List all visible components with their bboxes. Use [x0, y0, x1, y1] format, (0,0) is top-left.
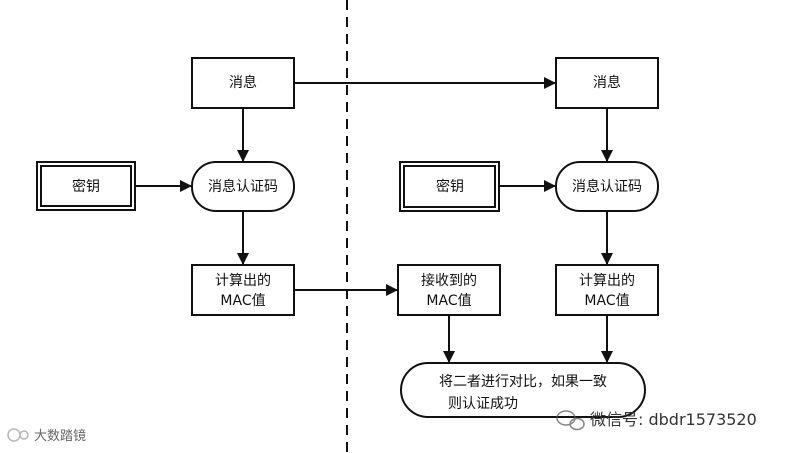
right-computed-mac-line1: 计算出的	[579, 273, 635, 289]
compare-line1: 将二者进行对比，如果一致	[439, 374, 607, 390]
left-mac-algorithm: 消息认证码	[191, 161, 295, 212]
right-key-label: 密钥	[436, 178, 464, 195]
left-computed-mac-line2: MAC值	[220, 293, 265, 309]
wechat-icon	[556, 410, 585, 431]
right-received-mac-line1: 接收到的	[421, 272, 477, 289]
compare-line2: 则认证成功	[448, 396, 518, 412]
right-computed-mac-line2: MAC值	[584, 293, 629, 309]
right-mac-algorithm-label: 消息认证码	[572, 178, 642, 195]
brand-label: 大数踏镜	[34, 429, 86, 444]
left-message-box: 消息	[191, 57, 295, 109]
right-computed-mac-box: 计算出的 MAC值	[555, 264, 659, 316]
right-key-box: 密钥	[399, 161, 500, 212]
right-message-label: 消息	[593, 74, 621, 91]
right-received-mac-line2: MAC值	[426, 293, 471, 309]
right-received-mac-box: 接收到的 MAC值	[397, 264, 501, 316]
wechat-watermark: 微信号: dbdr1573520	[556, 410, 757, 431]
brand-logo-icon	[7, 428, 29, 442]
left-mac-algorithm-label: 消息认证码	[208, 178, 278, 195]
left-key-box: 密钥	[36, 161, 136, 211]
right-mac-algorithm: 消息认证码	[555, 161, 659, 212]
left-computed-mac-box: 计算出的 MAC值	[191, 264, 295, 316]
brand-watermark: 大数踏镜	[7, 428, 86, 444]
left-message-label: 消息	[229, 74, 257, 91]
left-key-label: 密钥	[72, 178, 100, 195]
wechat-id-label: 微信号: dbdr1573520	[590, 410, 757, 429]
right-message-box: 消息	[555, 57, 659, 109]
compare-result-node: 将二者进行对比，如果一致 则认证成功	[400, 362, 646, 418]
left-computed-mac-line1: 计算出的	[215, 273, 271, 289]
